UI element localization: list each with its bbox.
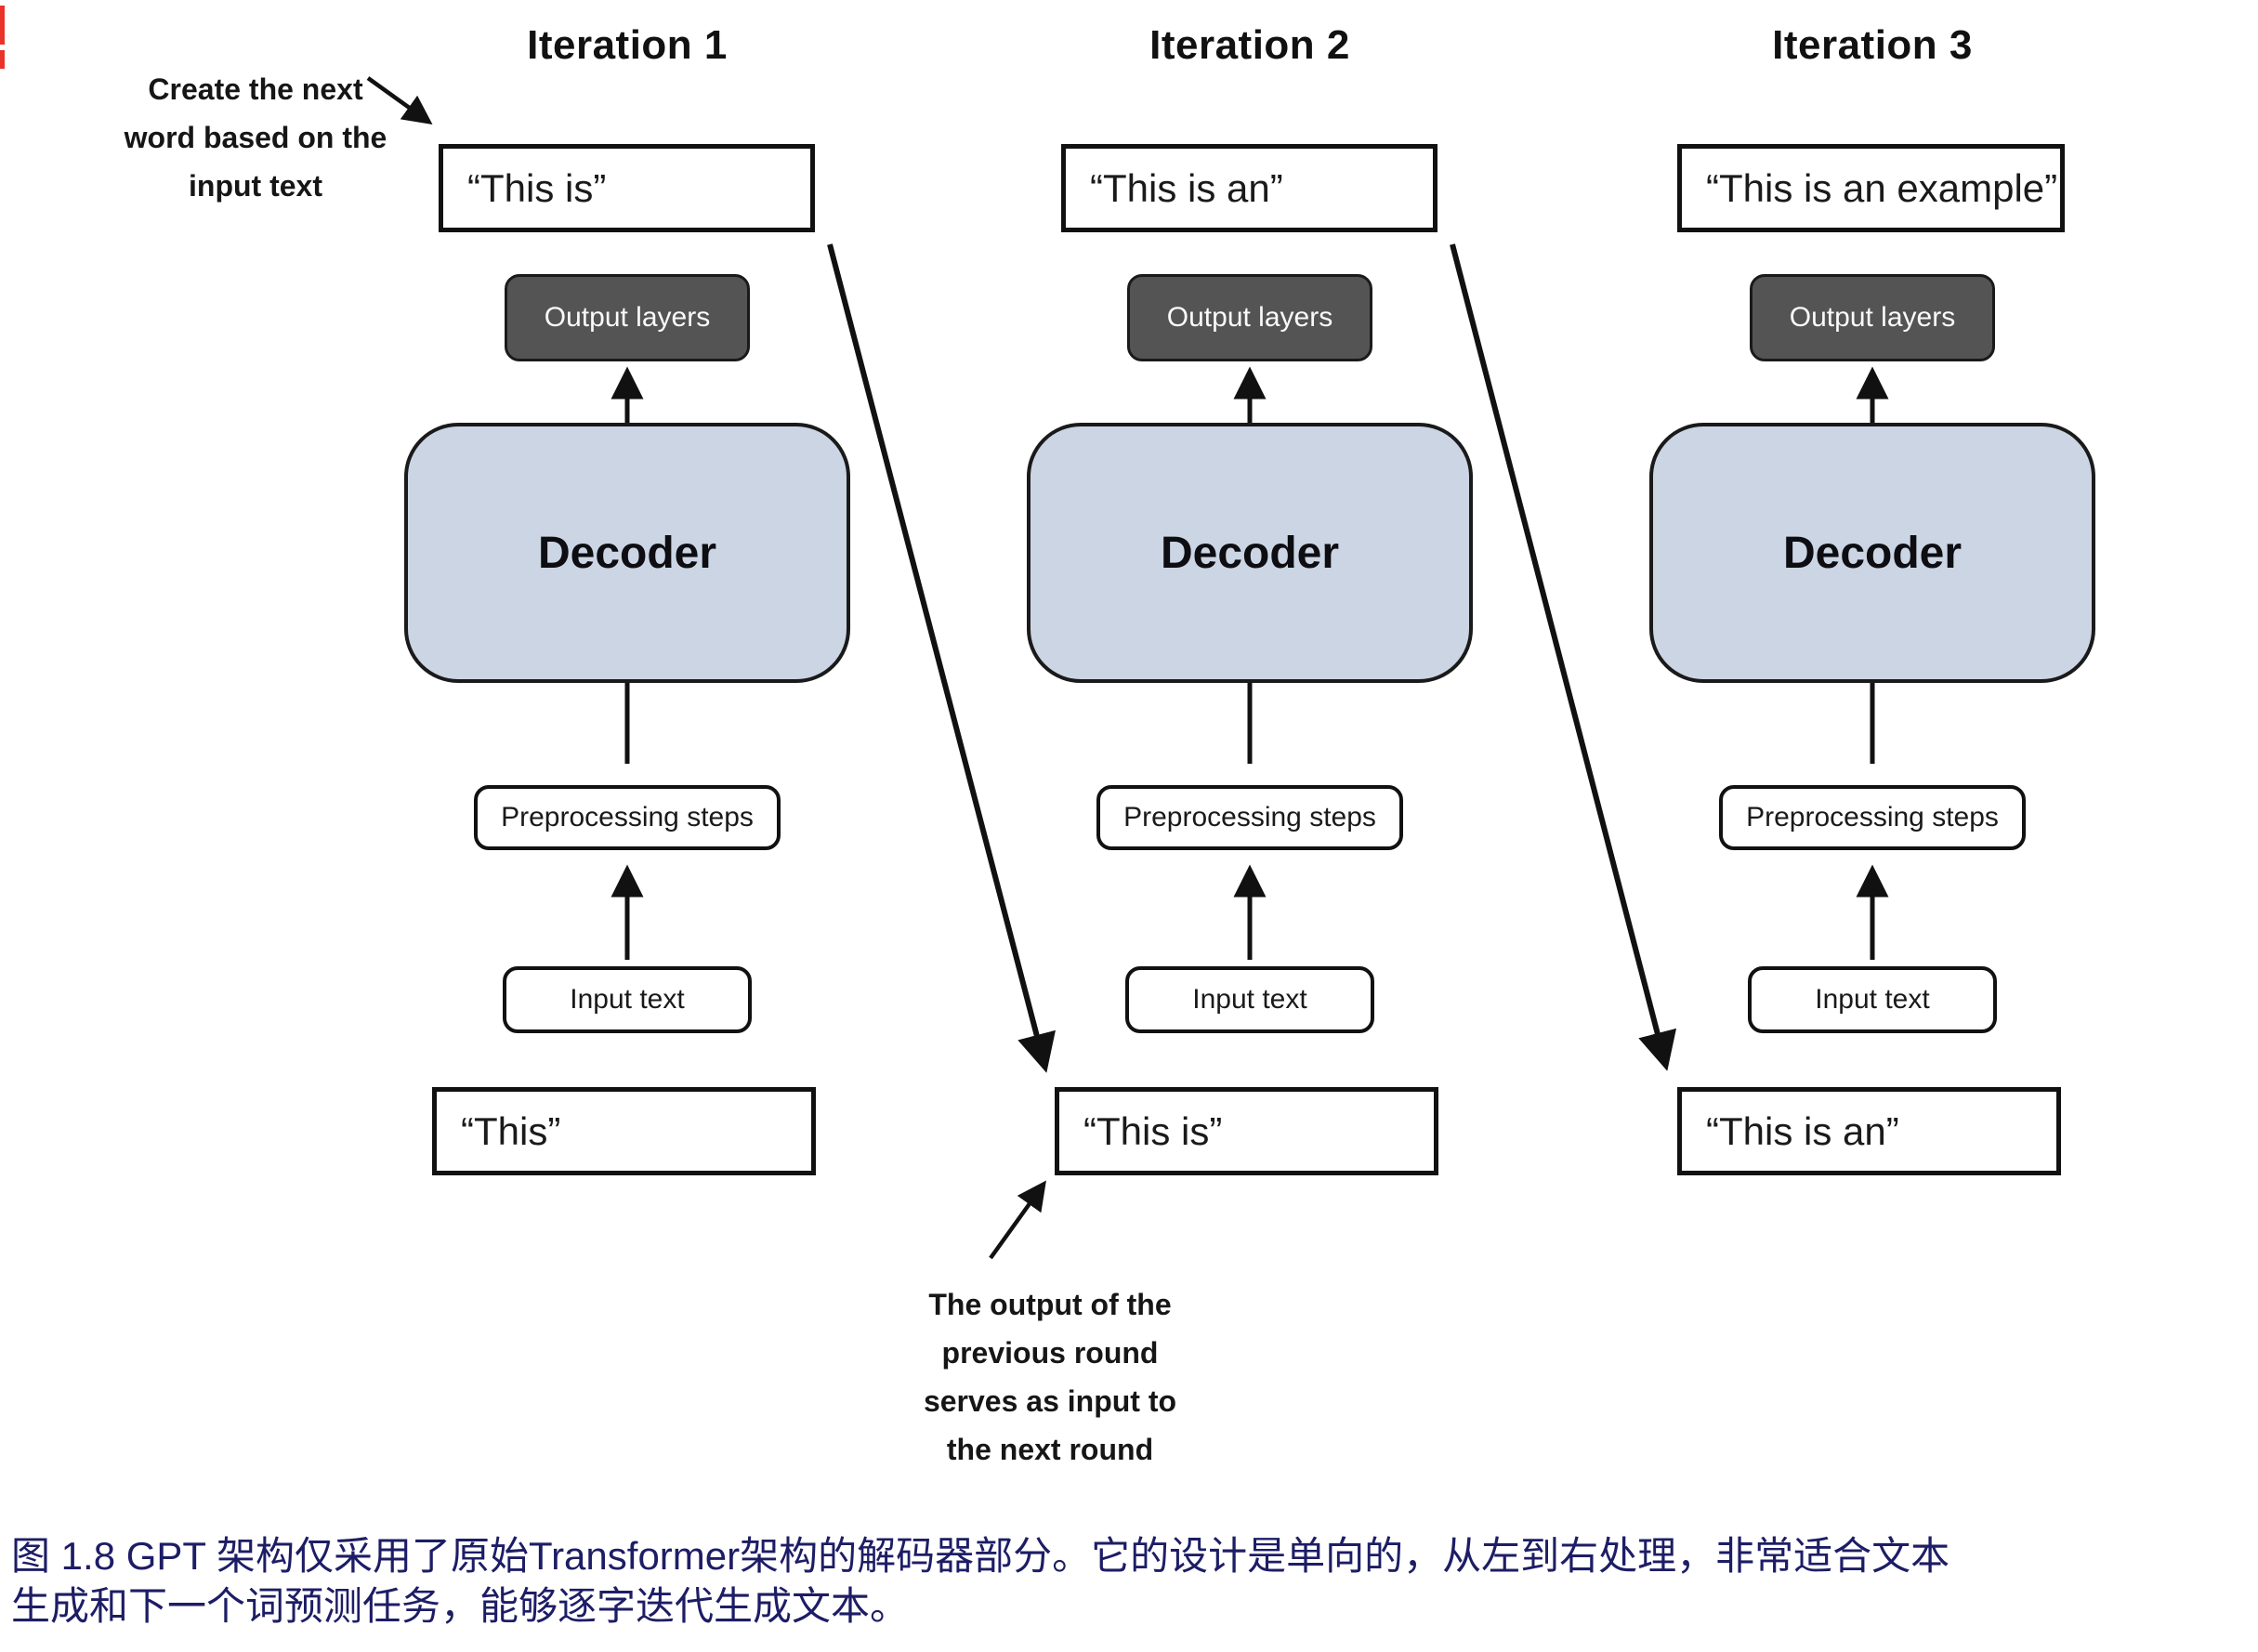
iteration-title: Iteration 1: [527, 22, 728, 68]
input-text-box: Input text: [1748, 966, 1997, 1033]
note-create-next-word: Create the next word based on the input …: [100, 65, 411, 210]
figure-caption: 图 1.8 GPT 架构仅采用了原始Transformer架构的解码器部分。它的…: [11, 1531, 2252, 1632]
output-layers-label: Output layers: [1789, 302, 1956, 333]
preprocessing-label: Preprocessing steps: [501, 802, 754, 833]
output-layers-label: Output layers: [544, 302, 711, 333]
decoder-box: Decoder: [1649, 423, 2095, 683]
preprocessing-steps-box: Preprocessing steps: [1719, 785, 2026, 850]
note-line: the next round: [946, 1433, 1154, 1466]
input-value-box: “This”: [432, 1087, 816, 1175]
decoder-box: Decoder: [1027, 423, 1473, 683]
decoder-box: Decoder: [404, 423, 850, 683]
iteration-title: Iteration 3: [1772, 22, 1973, 68]
note-line: serves as input to: [923, 1384, 1177, 1418]
note-line: The output of the: [928, 1288, 1172, 1321]
iteration-title: Iteration 2: [1149, 22, 1350, 68]
caption-line-1: 图 1.8 GPT 架构仅采用了原始Transformer架构的解码器部分。它的…: [11, 1534, 1950, 1578]
note-line: word based on the: [124, 121, 387, 154]
iteration-3-column: Iteration 3 “This is an example” Output …: [1556, 0, 2188, 1652]
decoder-label: Decoder: [1160, 528, 1340, 578]
generated-output-text: “This is an example”: [1706, 165, 2058, 210]
input-text-label: Input text: [570, 984, 685, 1015]
preprocessing-steps-box: Preprocessing steps: [474, 785, 781, 850]
generated-output-text: “This is an”: [1090, 165, 1283, 210]
input-text-box: Input text: [1125, 966, 1374, 1033]
preprocessing-label: Preprocessing steps: [1123, 802, 1376, 833]
input-text-box: Input text: [503, 966, 752, 1033]
input-value-text: “This is”: [1083, 1108, 1223, 1153]
caption-line-2: 生成和下一个词预测任务，能够逐字迭代生成文本。: [11, 1584, 910, 1628]
input-value-text: “This”: [461, 1108, 561, 1153]
output-layers-box: Output layers: [1750, 274, 1995, 361]
note-line: previous round: [941, 1336, 1159, 1370]
input-value-box: “This is”: [1055, 1087, 1438, 1175]
preprocessing-label: Preprocessing steps: [1746, 802, 1999, 833]
decoder-label: Decoder: [1782, 528, 1963, 578]
left-edge-red-artifact: [0, 50, 5, 69]
generated-output-box: “This is an”: [1061, 144, 1438, 232]
output-layers-box: Output layers: [1127, 274, 1372, 361]
note-line: input text: [189, 169, 322, 203]
output-layers-label: Output layers: [1166, 302, 1333, 333]
input-value-text: “This is an”: [1706, 1108, 1899, 1153]
note-previous-round-output: The output of the previous round serves …: [864, 1280, 1236, 1474]
iteration-1-column: Iteration 1 “This is” Output layers Deco…: [311, 0, 943, 1652]
note-line: Create the next: [148, 72, 363, 106]
input-value-box: “This is an”: [1677, 1087, 2061, 1175]
left-edge-red-artifact: [0, 6, 5, 45]
generated-output-box: “This is an example”: [1677, 144, 2065, 232]
iteration-2-column: Iteration 2 “This is an” Output layers D…: [934, 0, 1566, 1652]
input-text-label: Input text: [1192, 984, 1307, 1015]
generated-output-text: “This is”: [467, 165, 607, 210]
decoder-label: Decoder: [537, 528, 717, 578]
generated-output-box: “This is”: [439, 144, 815, 232]
preprocessing-steps-box: Preprocessing steps: [1096, 785, 1403, 850]
input-text-label: Input text: [1815, 984, 1930, 1015]
output-layers-box: Output layers: [505, 274, 750, 361]
